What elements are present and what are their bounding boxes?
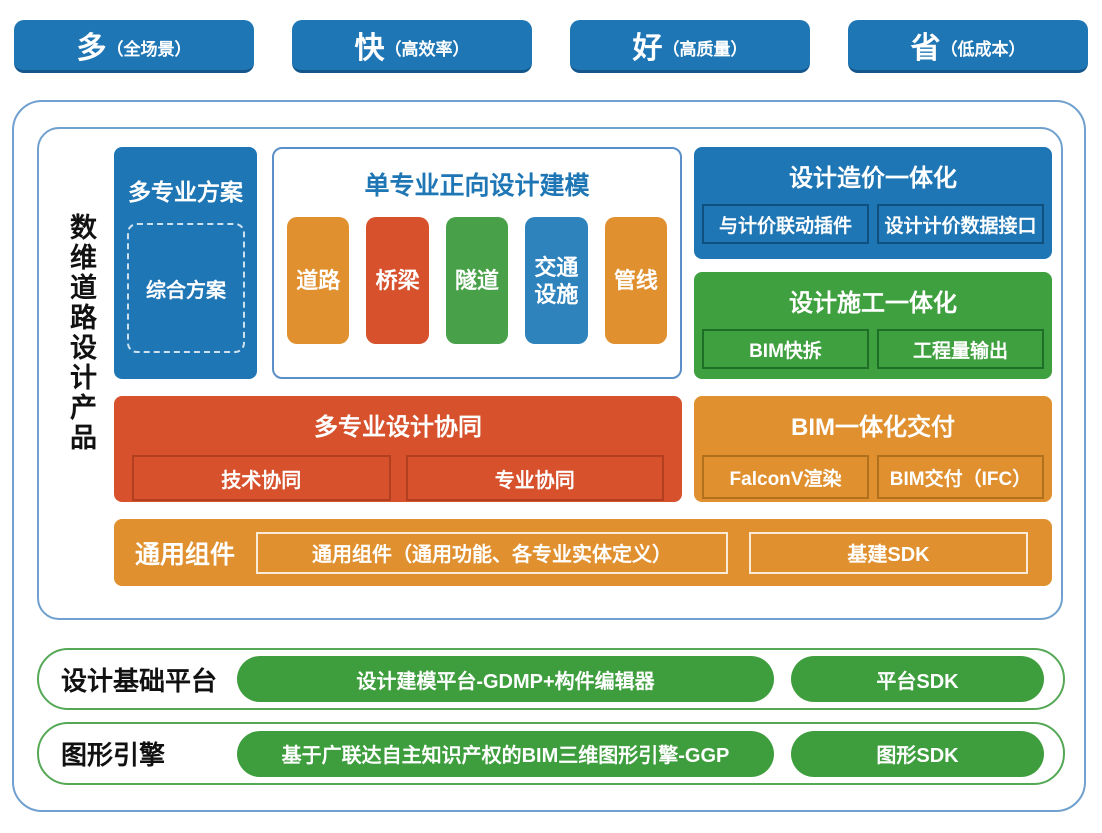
falconv-render-item: FalconV渲染 [702, 455, 869, 499]
bim-quick-split-item: BIM快拆 [702, 329, 869, 369]
design-cost-box: 设计造价一体化 与计价联动插件 设计计价数据接口 [694, 147, 1052, 259]
design-construction-title: 设计施工一体化 [789, 290, 957, 317]
forward-modeling-box: 单专业正向设计建模 道路 桥梁 隧道 交通设施 管线 [272, 147, 682, 379]
banner-hao-emphasis: 好 [632, 32, 663, 65]
pill-bridge: 桥梁 [366, 217, 429, 344]
banner-kuai: 快 （高效率） [292, 20, 532, 73]
bim-delivery-items: FalconV渲染 BIM交付（IFC） [702, 455, 1044, 499]
multi-scheme-title: 多专业方案 [128, 179, 243, 205]
product-section: 数维道路设计产品 多专业方案 综合方案 单专业正向设计建模 道路 桥梁 隧道 交… [37, 127, 1063, 620]
bim-delivery-title: BIM一体化交付 [791, 414, 955, 441]
technical-collaboration-item: 技术协同 [132, 455, 391, 501]
comprehensive-scheme-item: 综合方案 [127, 223, 245, 353]
ggp-engine-pill: 基于广联达自主知识产权的BIM三维图形引擎-GGP [237, 730, 774, 777]
common-components-box: 通用组件 通用组件（通用功能、各专业实体定义） 基建SDK [114, 519, 1052, 586]
gdmp-platform-pill: 设计建模平台-GDMP+构件编辑器 [237, 656, 774, 702]
discipline-collaboration-item: 专业协同 [405, 455, 664, 501]
banner-sheng-detail: （低成本） [940, 39, 1026, 59]
pricing-plugin-item: 与计价联动插件 [702, 204, 869, 244]
bim-ifc-delivery-item: BIM交付（IFC） [877, 455, 1044, 499]
banner-duo-detail: （全场景） [106, 39, 192, 59]
quantity-output-item: 工程量输出 [877, 329, 1044, 369]
banner-kuai-detail: （高效率） [384, 39, 470, 59]
platform-sdk-pill: 平台SDK [791, 656, 1044, 702]
pill-pipeline: 管线 [604, 217, 668, 344]
graphics-sdk-pill: 图形SDK [791, 730, 1044, 777]
pill-tunnel: 隧道 [445, 217, 509, 344]
infrastructure-sdk-item: 基建SDK [749, 531, 1028, 574]
banner-sheng: 省 （低成本） [848, 20, 1088, 73]
design-cost-title: 设计造价一体化 [789, 165, 957, 192]
design-construction-box: 设计施工一体化 BIM快拆 工程量输出 [694, 272, 1052, 379]
common-functions-item: 通用组件（通用功能、各专业实体定义） [256, 531, 728, 574]
pill-road: 道路 [287, 217, 350, 344]
design-platform-row: 设计基础平台 设计建模平台-GDMP+构件编辑器 平台SDK [37, 648, 1065, 710]
graphics-engine-label: 图形引擎 [61, 740, 166, 770]
multi-collaboration-items: 技术协同 专业协同 [132, 455, 664, 501]
banner-hao: 好 （高质量） [570, 20, 810, 73]
banner-duo-emphasis: 多 [76, 32, 107, 65]
design-cost-items: 与计价联动插件 设计计价数据接口 [702, 204, 1044, 244]
bim-delivery-box: BIM一体化交付 FalconV渲染 BIM交付（IFC） [694, 396, 1052, 502]
multi-scheme-box: 多专业方案 综合方案 [114, 147, 257, 379]
banner-sheng-emphasis: 省 [910, 32, 941, 65]
multi-collaboration-title: 多专业设计协同 [314, 414, 482, 441]
design-construction-items: BIM快拆 工程量输出 [702, 329, 1044, 369]
multi-collaboration-box: 多专业设计协同 技术协同 专业协同 [114, 396, 682, 502]
design-platform-label: 设计基础平台 [61, 665, 218, 696]
graphics-engine-row: 图形引擎 基于广联达自主知识产权的BIM三维图形引擎-GGP 图形SDK [37, 722, 1065, 785]
pill-traffic-facility: 交通设施 [525, 217, 588, 344]
architecture-container: 数维道路设计产品 多专业方案 综合方案 单专业正向设计建模 道路 桥梁 隧道 交… [12, 100, 1086, 812]
pricing-data-interface-item: 设计计价数据接口 [877, 204, 1044, 244]
banner-duo: 多 （全场景） [14, 20, 254, 73]
discipline-pill-row: 道路 桥梁 隧道 交通设施 管线 [287, 217, 668, 344]
banner-hao-detail: （高质量） [662, 39, 748, 59]
forward-modeling-title: 单专业正向设计建模 [364, 172, 590, 200]
benefit-banner-row: 多 （全场景） 快 （高效率） 好 （高质量） 省 （低成本） [14, 20, 1088, 73]
product-section-vertical-title: 数维道路设计产品 [66, 213, 96, 453]
common-components-label: 通用组件 [134, 540, 235, 569]
banner-kuai-emphasis: 快 [354, 32, 385, 65]
